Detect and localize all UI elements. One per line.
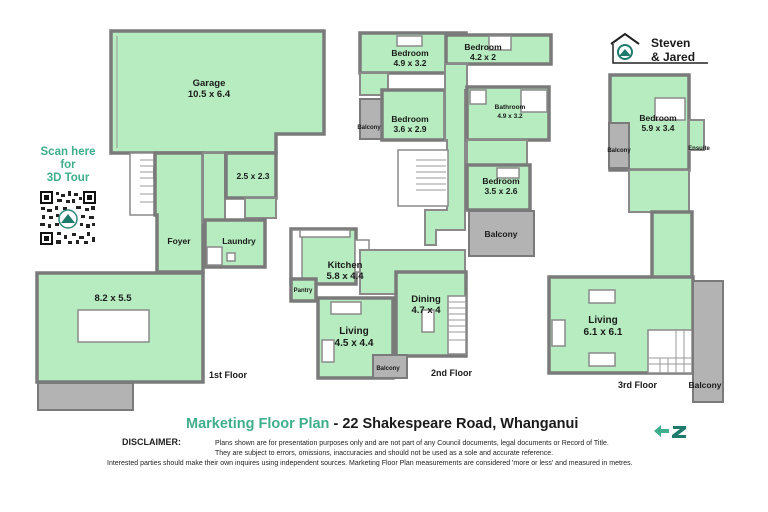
label-dining: Dining [411, 294, 441, 305]
svg-text:3.6 x 2.9: 3.6 x 2.9 [393, 124, 426, 134]
label-bedroom-3rd: Bedroom [639, 113, 677, 123]
label-laundry: Laundry [222, 236, 256, 246]
third-floor-balcony-right [692, 280, 724, 403]
svg-text:4.9 x 3.2: 4.9 x 3.2 [393, 58, 426, 68]
label-balcony: Balcony [688, 380, 721, 390]
title-address: 22 Shakespeare Road, Whanganui [342, 416, 579, 432]
label-living-2nd: Living [339, 326, 368, 337]
svg-text:6.1 x 6.1: 6.1 x 6.1 [584, 327, 623, 338]
second-floor-balcony-bottom [372, 354, 408, 379]
svg-text:4.2 x 2: 4.2 x 2 [470, 52, 496, 62]
title-prefix: Marketing Floor Plan [186, 416, 330, 432]
label-living-3rd: Living [588, 315, 617, 326]
svg-text:4.5 x 4.4: 4.5 x 4.4 [335, 338, 374, 349]
third-floor-label: 3rd Floor [618, 380, 657, 390]
label-bedroom-2: Bedroom [464, 42, 502, 52]
label-balcony: Balcony [376, 366, 400, 372]
label-bedroom-4: Bedroom [482, 176, 520, 186]
room-ensuite [688, 119, 705, 151]
second-floor: 2nd Floor [289, 31, 553, 380]
second-floor-balcony-right [468, 210, 535, 257]
label-bedroom-1: Bedroom [391, 48, 429, 58]
label-ensuite: Ensuite [688, 146, 710, 152]
third-floor: 3rd Floor [547, 73, 724, 403]
plan-title: Marketing Floor Plan - 22 Shakespeare Ro… [186, 416, 579, 432]
room-foyer [153, 151, 205, 274]
room-pantry [289, 277, 318, 303]
house-logo-icon [610, 32, 708, 64]
first-floor: 1st Floor [35, 29, 326, 411]
svg-text:5.9 x 3.4: 5.9 x 3.4 [641, 123, 674, 133]
first-floor-label: 1st Floor [209, 370, 248, 380]
svg-text:5.8 x 4.4: 5.8 x 4.4 [327, 271, 365, 282]
label-balcony: Balcony [484, 229, 517, 239]
label-balcony: Balcony [357, 125, 381, 131]
svg-text:3.5 x 2.6: 3.5 x 2.6 [484, 186, 517, 196]
label-2-5x2-3: 2.5 x 2.3 [236, 171, 269, 181]
label-pantry: Pantry [294, 288, 313, 294]
room-garage [109, 29, 326, 155]
label-foyer: Foyer [167, 236, 191, 246]
svg-text:4.9 x 3.2: 4.9 x 3.2 [497, 113, 523, 120]
label-bedroom-3: Bedroom [391, 114, 429, 124]
second-floor-balcony-left [359, 98, 383, 140]
svg-text:4.7 x 4: 4.7 x 4 [411, 305, 441, 316]
label-8-2x5-5: 8.2 x 5.5 [95, 293, 133, 304]
label-garage-dims: 10.5 x 6.4 [188, 89, 231, 100]
third-floor-balcony-left [608, 122, 630, 169]
first-floor-balcony [37, 382, 134, 411]
label-balcony: Balcony [607, 148, 631, 154]
scan-caption: Scan here for 3D Tour [40, 146, 96, 184]
pool-cutout [77, 309, 150, 343]
label-garage: Garage [193, 78, 226, 89]
qr-code-icon[interactable] [39, 190, 97, 246]
north-arrow-icon [654, 425, 686, 438]
label-kitchen: Kitchen [328, 260, 363, 271]
second-floor-label: 2nd Floor [431, 368, 472, 378]
disclaimer-label: DISCLAIMER: [122, 437, 181, 447]
brand-name: Steven & Jared [651, 36, 696, 64]
room-labels: Garage 10.5 x 6.4 2.5 x 2.3 Foyer Laundr… [95, 42, 722, 390]
label-bathroom: Bathroom [495, 104, 526, 111]
